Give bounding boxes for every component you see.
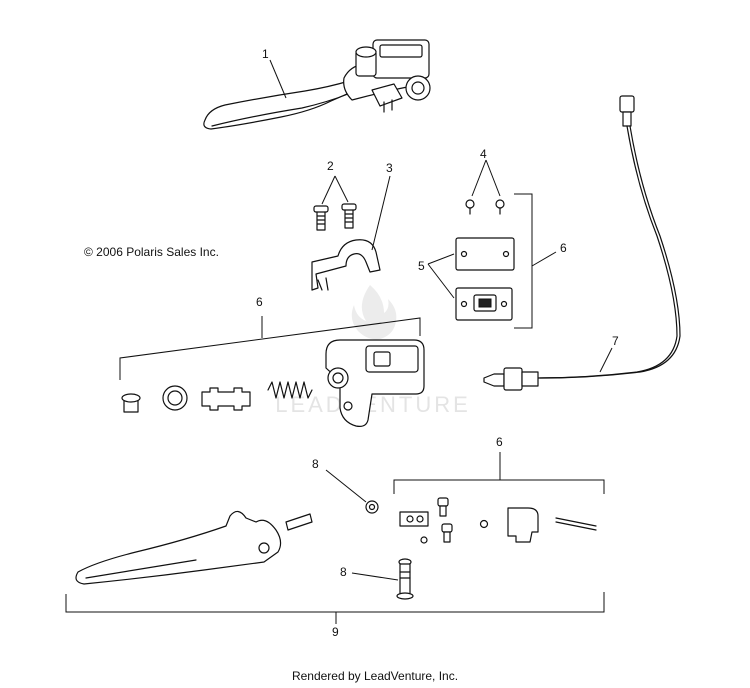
master-cylinder-kit xyxy=(121,339,425,427)
callout-7: 7 xyxy=(612,334,619,348)
master-cylinder-assembly xyxy=(203,39,431,130)
callout-6-kit: 6 xyxy=(256,295,263,309)
copyright-text: © 2006 Polaris Sales Inc. xyxy=(84,245,219,259)
callout-8-bolt: 8 xyxy=(340,565,347,579)
callout-6-switch: 6 xyxy=(496,435,503,449)
callout-4: 4 xyxy=(480,147,487,161)
pivot-bolt xyxy=(396,558,414,600)
brake-lever xyxy=(75,510,313,585)
callout-3: 3 xyxy=(386,161,393,175)
callout-8-nut: 8 xyxy=(312,457,319,471)
lever-nut xyxy=(365,500,379,514)
callout-9: 9 xyxy=(332,625,339,639)
switch-kit xyxy=(399,497,597,544)
footer-credit: Rendered by LeadVenture, Inc. xyxy=(292,669,458,683)
clamp-screws xyxy=(313,203,357,231)
reservoir-cover-kit xyxy=(455,199,515,321)
callout-1: 1 xyxy=(262,47,269,61)
callout-6-cover: 6 xyxy=(560,241,567,255)
handlebar-clamp xyxy=(311,239,381,291)
brake-switch-cable xyxy=(483,95,681,391)
watermark-text: LEADVENTURE xyxy=(275,392,471,417)
callout-5: 5 xyxy=(418,259,425,273)
callout-2: 2 xyxy=(327,159,334,173)
